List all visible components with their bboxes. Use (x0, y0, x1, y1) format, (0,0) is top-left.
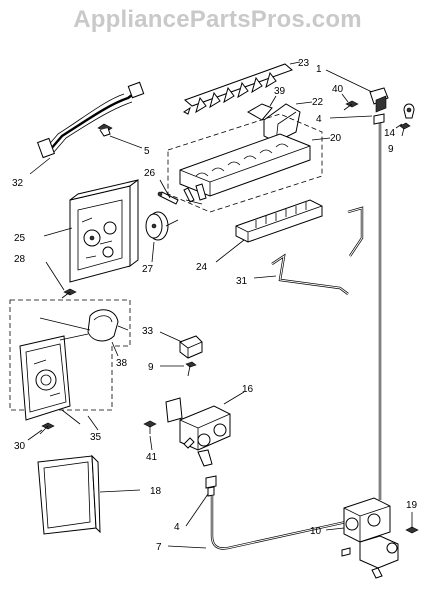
fitting-4-lower[interactable] (205, 475, 217, 497)
callout-14: 14 (384, 128, 396, 139)
callout-33: 33 (142, 326, 154, 337)
screw-30[interactable] (39, 422, 55, 435)
callout-40: 40 (332, 84, 344, 95)
callout-18: 18 (150, 486, 162, 497)
screw-19[interactable] (405, 512, 419, 534)
callout-4-lower: 4 (174, 522, 180, 533)
callout-32: 32 (12, 178, 24, 189)
shutoff-arm-31[interactable] (271, 206, 364, 295)
cover-39[interactable] (246, 103, 273, 121)
callout-7: 7 (156, 542, 162, 553)
heater-24[interactable] (235, 199, 323, 243)
motor-38[interactable] (39, 309, 129, 342)
callout-4-upper: 4 (316, 114, 322, 125)
motor-27[interactable] (145, 211, 179, 241)
callout-26: 26 (144, 168, 156, 179)
ice-bin-18[interactable] (37, 454, 101, 535)
callout-9-upper: 9 (388, 144, 394, 155)
callout-10: 10 (310, 526, 322, 537)
callout-19: 19 (406, 500, 418, 511)
control-housing-25[interactable] (69, 179, 139, 283)
water-tube-7[interactable] (210, 120, 382, 550)
screw-9-lower[interactable] (185, 361, 197, 377)
callout-35: 35 (90, 432, 102, 443)
watermark-text: AppliancePartsPros.com (73, 6, 362, 33)
callout-22: 22 (312, 97, 324, 108)
callout-28: 28 (14, 254, 26, 265)
ice-stripper-23[interactable] (183, 63, 293, 115)
callout-20: 20 (330, 133, 342, 144)
wire-harness-32[interactable] (36, 81, 145, 159)
callout-1: 1 (316, 64, 322, 75)
fitting-4-upper[interactable] (373, 113, 385, 125)
clip-14[interactable] (403, 103, 415, 119)
bracket-33[interactable] (179, 335, 203, 359)
callout-23: 23 (298, 58, 310, 69)
module-35[interactable] (19, 335, 71, 421)
callout-24: 24 (196, 262, 208, 273)
screw-5[interactable] (97, 123, 113, 137)
screw-41[interactable] (143, 420, 157, 434)
screw-9-upper[interactable] (399, 122, 411, 137)
callout-27: 27 (142, 264, 154, 275)
screw-28[interactable] (61, 288, 77, 299)
callout-9-lower: 9 (148, 362, 154, 373)
water-valve-16[interactable] (165, 397, 231, 467)
callout-31: 31 (236, 276, 248, 287)
callout-labels: 23 1 40 22 39 4 14 9 20 5 32 26 25 27 28… (12, 58, 418, 553)
callout-25: 25 (14, 233, 26, 244)
callout-30: 30 (14, 441, 26, 452)
callout-39: 39 (274, 86, 286, 97)
callout-16: 16 (242, 384, 254, 395)
ice-mold-20[interactable] (179, 133, 311, 203)
callout-38: 38 (116, 358, 128, 369)
callout-5: 5 (144, 146, 150, 157)
callout-41: 41 (146, 452, 158, 463)
water-valve-10[interactable] (341, 497, 399, 579)
screw-40[interactable] (343, 100, 359, 111)
pin-26[interactable] (157, 191, 179, 205)
fill-cup-1[interactable] (369, 87, 389, 113)
